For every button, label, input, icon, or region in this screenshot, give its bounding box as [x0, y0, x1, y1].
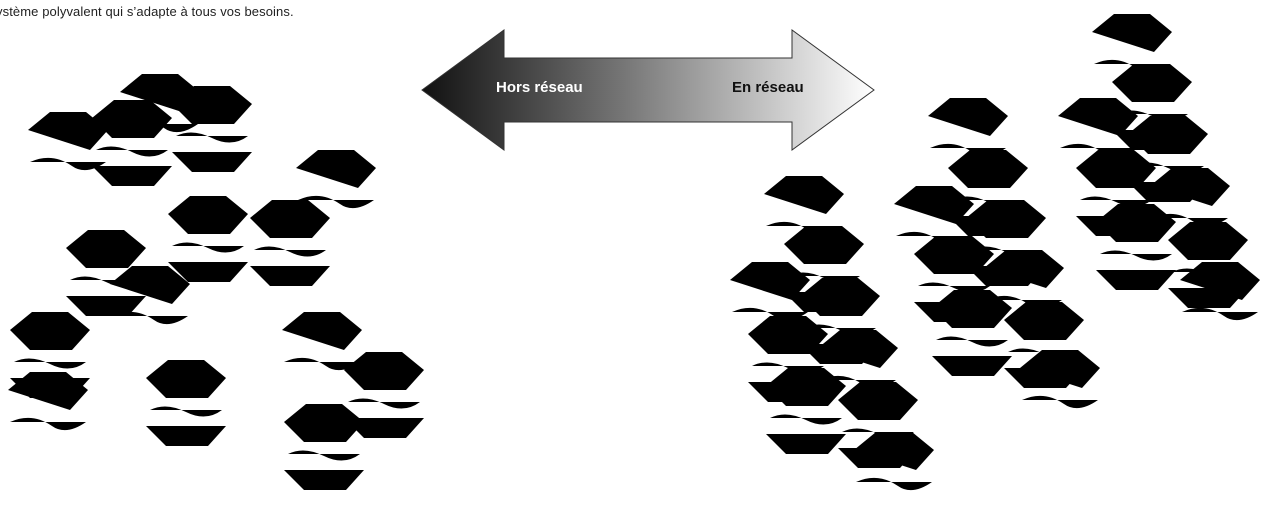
pod [1020, 350, 1100, 442]
pod [250, 200, 330, 292]
pod [1096, 204, 1176, 296]
pod [146, 360, 226, 452]
pod [8, 372, 88, 464]
pod [284, 404, 364, 496]
pod [932, 290, 1012, 382]
pod [766, 368, 846, 460]
pod [854, 432, 934, 524]
pod [282, 312, 362, 404]
pod [28, 112, 108, 204]
standalone-pods-illustration [8, 74, 424, 496]
networked-pods-illustration [730, 14, 1260, 524]
pod [168, 196, 248, 288]
pod [92, 100, 172, 192]
pod [172, 86, 252, 178]
